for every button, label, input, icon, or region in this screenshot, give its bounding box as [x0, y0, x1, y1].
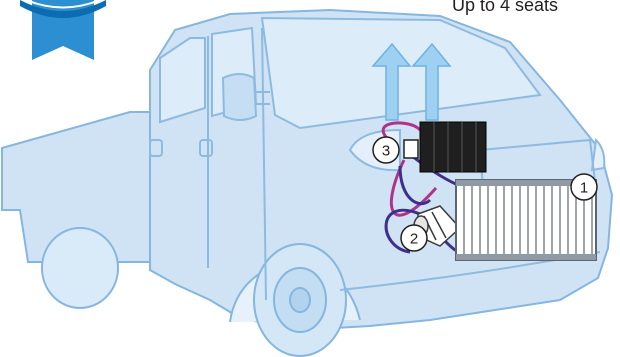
ribbon-badge-icon — [20, 0, 106, 60]
airflow-arrow-icon — [371, 42, 452, 121]
evaporator-unit — [403, 121, 487, 173]
truck-details — [149, 16, 606, 301]
callout-3: 3 — [372, 136, 400, 164]
callout-3-label: 3 — [382, 143, 390, 160]
callout-1: 1 — [570, 173, 598, 201]
callout-2: 2 — [400, 224, 428, 252]
callout-1-label: 1 — [580, 180, 588, 197]
seat-capacity-caption: Up to 4 seats — [452, 0, 559, 15]
callout-2-label: 2 — [410, 231, 418, 248]
